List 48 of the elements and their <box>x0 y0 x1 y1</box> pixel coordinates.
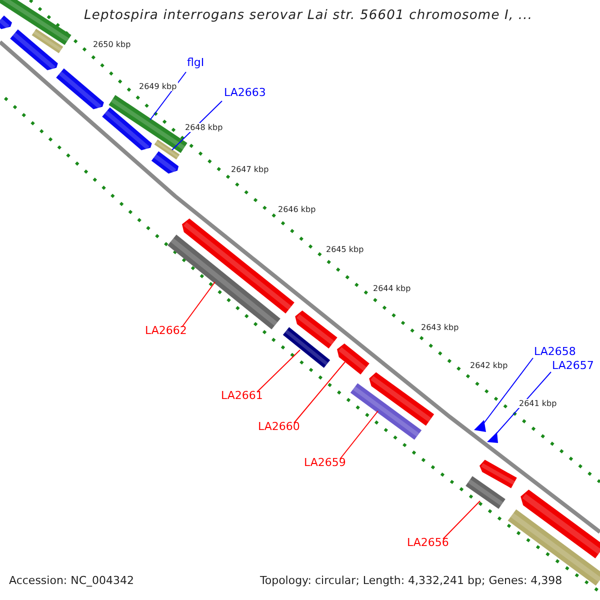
gene-feature <box>337 344 370 374</box>
gene-feature <box>295 310 338 348</box>
tick-label: 2642 kbp <box>469 361 509 370</box>
gene-feature <box>480 460 517 488</box>
gene-feature <box>487 432 498 443</box>
gene-label: LA2663 <box>224 87 266 100</box>
gene-feature <box>151 151 179 174</box>
map-title: Leptospira interrogans serovar Lai str. 56601 chromosome I, ... <box>84 9 533 24</box>
tick-label: 2645 kbp <box>325 245 365 254</box>
gene-feature <box>32 28 64 54</box>
gene-feature <box>520 490 600 558</box>
gene-label: LA2659 <box>304 457 346 470</box>
gene-feature <box>466 476 506 509</box>
gene-label: LA2661 <box>221 390 263 403</box>
tick-label: 2643 kbp <box>420 323 460 332</box>
tick-label: 2644 kbp <box>372 284 412 294</box>
gene-feature <box>350 383 422 440</box>
gene-feature <box>102 107 152 150</box>
genome-stats-text: Topology: circular; Length: 4,332,241 bp; Genes: 4,398 <box>260 575 562 588</box>
gene-feature <box>474 420 486 432</box>
tick-label: 2646 kbp <box>277 205 317 214</box>
accession-text: Accession: NC_004342 <box>9 575 134 588</box>
gene-feature <box>56 68 104 110</box>
gene-feature <box>154 140 180 160</box>
gene-label: LA2662 <box>145 325 187 338</box>
gene-label: LA2656 <box>407 537 449 550</box>
gene-label: flgI <box>187 57 204 70</box>
gene-label: LA2660 <box>258 421 300 434</box>
gene-feature <box>182 218 294 314</box>
tick-label: 2641 kbp <box>518 399 558 408</box>
leader-line <box>484 358 534 424</box>
gene-feature <box>108 95 188 153</box>
tick-label: 2647 kbp <box>230 165 270 174</box>
leader-line <box>182 282 216 328</box>
leader-line <box>294 362 346 424</box>
gene-feature <box>0 16 12 30</box>
leader-line <box>442 500 480 540</box>
leader-line <box>150 72 186 120</box>
gene-feature <box>282 327 330 368</box>
gene-feature <box>10 29 58 70</box>
tick-label: 2650 kbp <box>92 40 132 50</box>
leader-line <box>340 410 378 460</box>
gene-label: LA2658 <box>534 346 576 359</box>
tick-label: 2648 kbp <box>184 123 224 132</box>
gene-label: LA2657 <box>552 360 594 373</box>
tick-label: 2649 kbp <box>138 82 178 92</box>
gene-feature <box>369 372 434 426</box>
leader-line <box>256 350 300 392</box>
